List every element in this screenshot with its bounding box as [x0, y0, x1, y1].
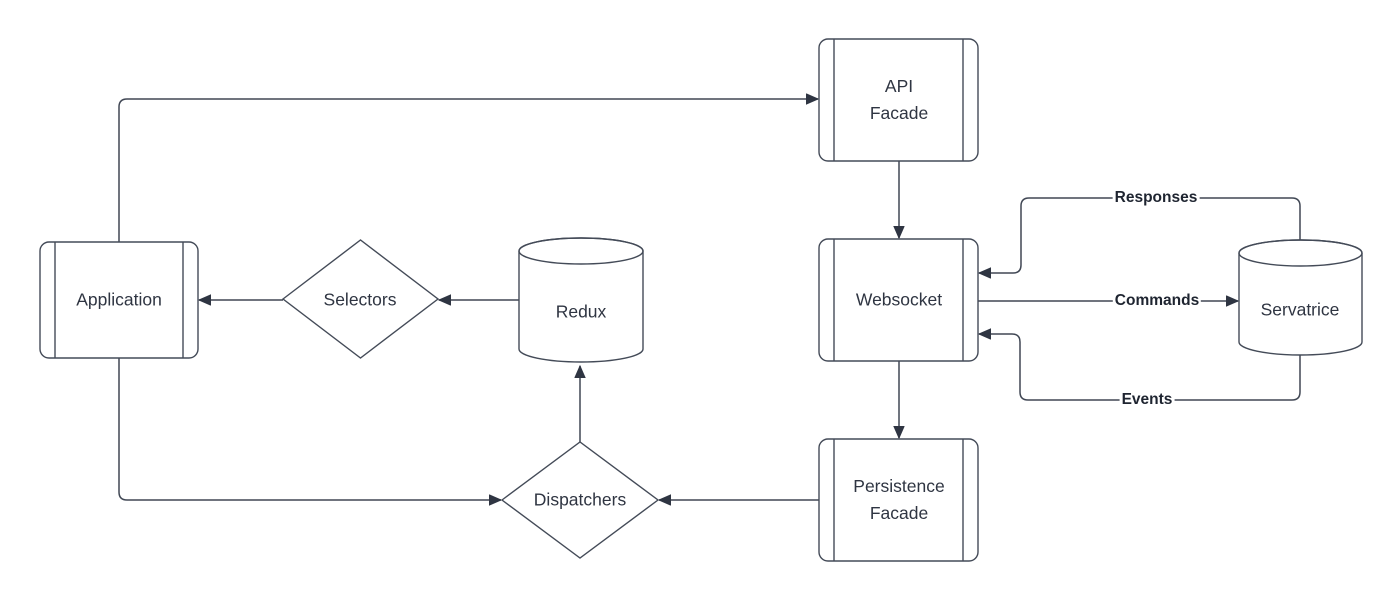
edge-application-to-api-facade: [118, 99, 818, 242]
persistence-facade-node: [818, 438, 979, 562]
edge-events-servatrice-to-websocket: [979, 334, 1301, 401]
selectors-node: [281, 239, 440, 359]
servatrice-node: [1238, 239, 1363, 356]
dispatchers-node: [500, 441, 660, 559]
redux-node: [518, 237, 644, 363]
application-node: [39, 241, 199, 359]
edge-responses-servatrice-to-websocket: [979, 197, 1301, 273]
websocket-node: [818, 238, 979, 362]
api-facade-node: [818, 38, 979, 162]
edge-application-to-dispatchers: [118, 358, 501, 500]
